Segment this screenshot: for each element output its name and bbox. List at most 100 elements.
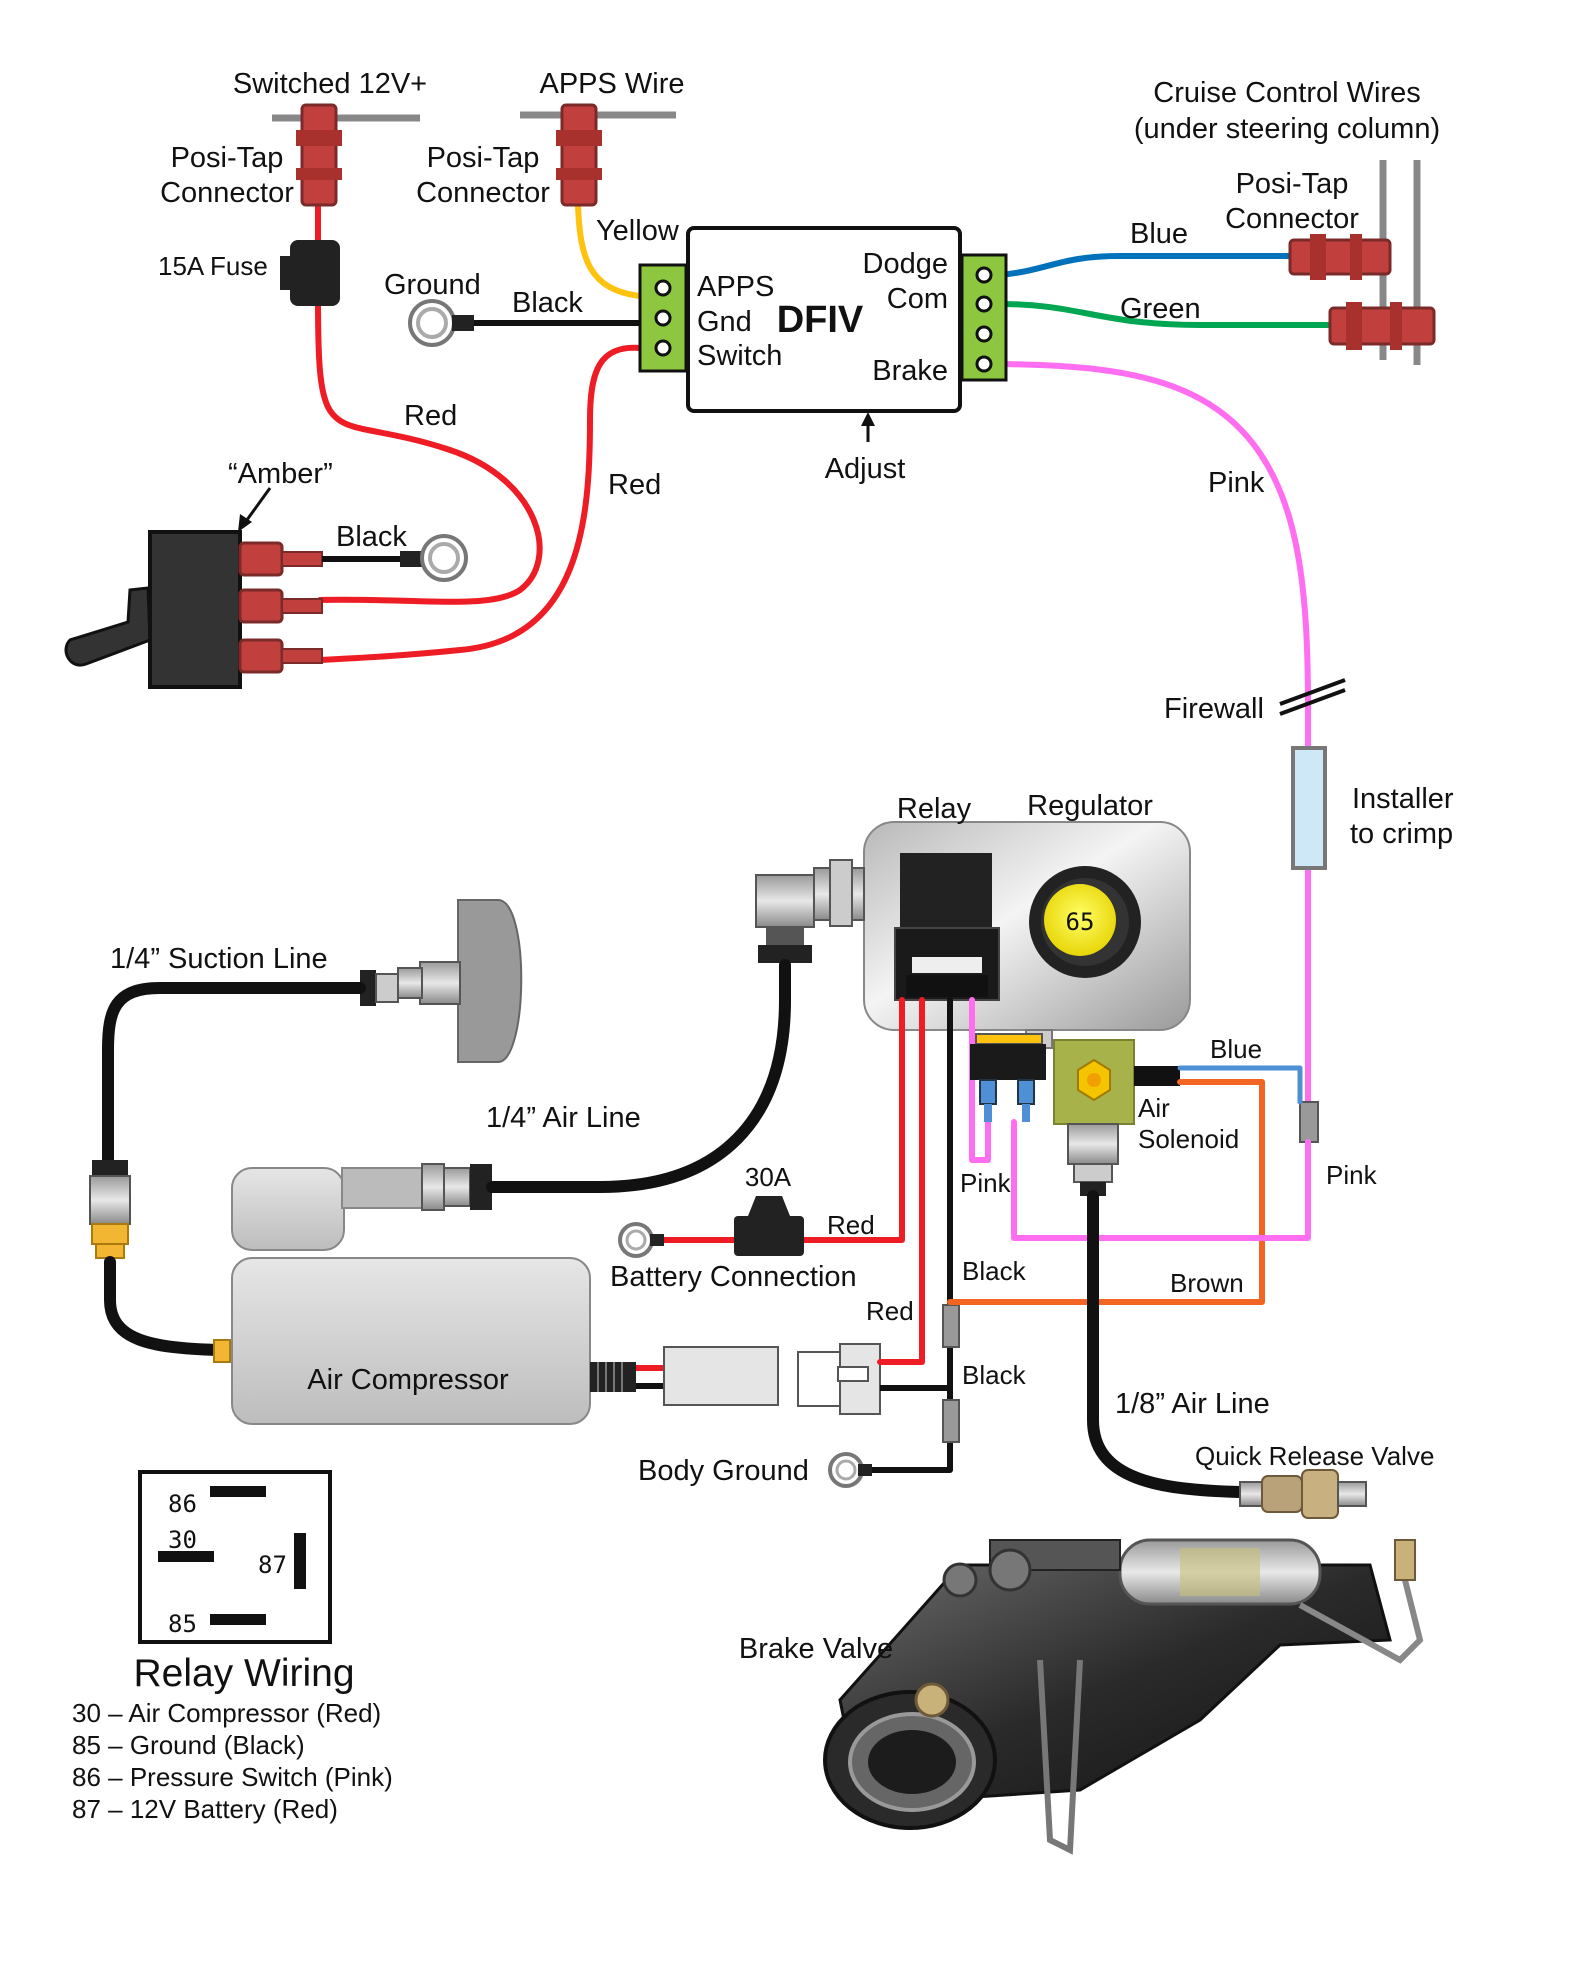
installer-crimp-line1: Installer xyxy=(1352,783,1454,815)
suction-line xyxy=(102,982,366,1174)
red-batt-label: Red xyxy=(827,1210,875,1240)
installer-crimp-line2: to crimp xyxy=(1350,818,1453,850)
posi-tap-3-line2: Connector xyxy=(1225,203,1359,235)
body-ground-label: Body Ground xyxy=(638,1455,809,1487)
body-ground xyxy=(828,1452,872,1488)
fuse-15a-label: 15A Fuse xyxy=(158,251,268,281)
dfiv-module xyxy=(638,226,1008,413)
posi-tap-2-line2: Connector xyxy=(416,177,550,209)
air-solenoid-line2: Solenoid xyxy=(1138,1124,1239,1154)
dfiv-pin-gnd: Gnd xyxy=(697,306,752,338)
black-mid-label: Black xyxy=(962,1256,1027,1286)
posi-tap-apps xyxy=(556,103,602,207)
battery-connection xyxy=(618,1196,804,1258)
relay-pin-87: 87 xyxy=(258,1551,287,1579)
ground-ring-top xyxy=(408,299,474,347)
quarter-air-line xyxy=(486,959,791,1193)
posi-tap-blue xyxy=(1288,234,1392,280)
installer-crimp xyxy=(1291,746,1327,870)
red-comp-label: Red xyxy=(866,1296,914,1326)
dfiv-pin-brake: Brake xyxy=(872,355,948,387)
adjust-label: Adjust xyxy=(825,453,906,485)
dfiv-pin-switch: Switch xyxy=(697,340,782,372)
quick-release-valve-label: Quick Release Valve xyxy=(1195,1441,1434,1471)
dfiv-name: DFIV xyxy=(777,299,864,341)
fuse-15a xyxy=(280,240,340,306)
eighth-air-line xyxy=(1087,1190,1246,1498)
suction-filter xyxy=(360,899,523,1063)
relay-pin-85: 85 xyxy=(168,1610,197,1638)
eighth-air-line-label: 1/8” Air Line xyxy=(1115,1388,1270,1420)
air-compressor xyxy=(231,1163,636,1425)
green-wire xyxy=(997,301,1333,328)
amber-toggle-switch xyxy=(64,487,468,689)
blue-wire xyxy=(997,253,1293,278)
suction-line-label: 1/4” Suction Line xyxy=(110,943,328,975)
top-wiring xyxy=(272,111,1421,1110)
quarter-air-line-label: 1/4” Air Line xyxy=(486,1102,641,1134)
quick-release-valve xyxy=(1239,1469,1367,1519)
red-1-label: Red xyxy=(404,400,457,432)
blue-solenoid-label: Blue xyxy=(1210,1034,1262,1064)
relay-pin-30: 30 xyxy=(168,1526,197,1554)
posi-tap-1-line1: Posi-Tap xyxy=(171,142,284,174)
red-wire-fuse-to-switch xyxy=(315,297,543,605)
posi-tap-2-line1: Posi-Tap xyxy=(427,142,540,174)
battery-connection-label: Battery Connection xyxy=(610,1261,857,1293)
brake-valve xyxy=(823,1538,1424,1855)
relay-pin-diagram xyxy=(138,1470,332,1644)
dfiv-pin-dodge: Dodge xyxy=(863,248,948,280)
yellow-label: Yellow xyxy=(596,215,680,247)
compressor-power-connector xyxy=(636,1343,881,1415)
ground-label: Ground xyxy=(384,269,481,301)
switched-12v-label: Switched 12V+ xyxy=(233,68,427,100)
gauge-value: 65 xyxy=(1066,908,1095,936)
brown-label: Brown xyxy=(1170,1268,1244,1298)
posi-tap-1-line2: Connector xyxy=(160,177,294,209)
posi-tap-green xyxy=(1328,302,1436,350)
relay-wiring-line-4: 87 – 12V Battery (Red) xyxy=(72,1794,338,1824)
relay-wiring-title: Relay Wiring xyxy=(133,1652,354,1695)
posi-tap-switched xyxy=(296,103,342,207)
suction-inline-fitting xyxy=(89,1160,131,1259)
red-2-label: Red xyxy=(608,469,661,501)
red-wire-dfiv-to-switch xyxy=(317,344,643,663)
firewall-label: Firewall xyxy=(1164,693,1264,725)
posi-tap-3-line1: Posi-Tap xyxy=(1236,168,1349,200)
air-compressor-label: Air Compressor xyxy=(307,1364,509,1396)
relay-wiring-line-3: 86 – Pressure Switch (Pink) xyxy=(72,1762,393,1792)
dfiv-pin-com: Com xyxy=(887,283,948,315)
cruise-control-line2: (under steering column) xyxy=(1134,113,1440,145)
brake-valve-label: Brake Valve xyxy=(739,1633,893,1665)
relay-label: Relay xyxy=(897,793,972,825)
relay-wiring-line-2: 85 – Ground (Black) xyxy=(72,1730,305,1760)
pink-relay-label: Pink xyxy=(960,1168,1012,1198)
regulator-label: Regulator xyxy=(1027,790,1153,822)
black-comp-label: Black xyxy=(962,1360,1027,1390)
solenoid-wires xyxy=(947,1065,1311,1305)
pink-wire-main xyxy=(997,361,1312,763)
relay-wiring-line-1: 30 – Air Compressor (Red) xyxy=(72,1698,381,1728)
relay-pin-86: 86 xyxy=(168,1490,197,1518)
relay-regulator-panel xyxy=(755,821,1191,1031)
firewall-mark xyxy=(1279,678,1346,716)
pink-top-label: Pink xyxy=(1208,467,1265,499)
apps-wire-label: APPS Wire xyxy=(539,68,684,100)
blue-top-label: Blue xyxy=(1130,218,1188,250)
yellow-wire xyxy=(575,202,643,299)
black-switch-label: Black xyxy=(336,521,407,553)
adjust-arrow xyxy=(861,412,875,442)
air-solenoid-line1: Air xyxy=(1138,1093,1170,1123)
compressor-inlet-fitting xyxy=(213,1339,231,1363)
pink-right-label: Pink xyxy=(1326,1160,1378,1190)
air-solenoid xyxy=(970,1029,1180,1196)
green-label: Green xyxy=(1120,293,1201,325)
suction-line-lower xyxy=(104,1256,224,1356)
cruise-control-line1: Cruise Control Wires xyxy=(1153,77,1421,109)
text-labels: Switched 12V+ APPS Wire Posi-Tap Connect… xyxy=(72,68,1454,1824)
amber-label: “Amber” xyxy=(228,458,333,490)
dfiv-pin-apps: APPS xyxy=(697,271,774,303)
black-top-label: Black xyxy=(512,287,583,319)
fuse-30a-label: 30A xyxy=(745,1162,792,1192)
